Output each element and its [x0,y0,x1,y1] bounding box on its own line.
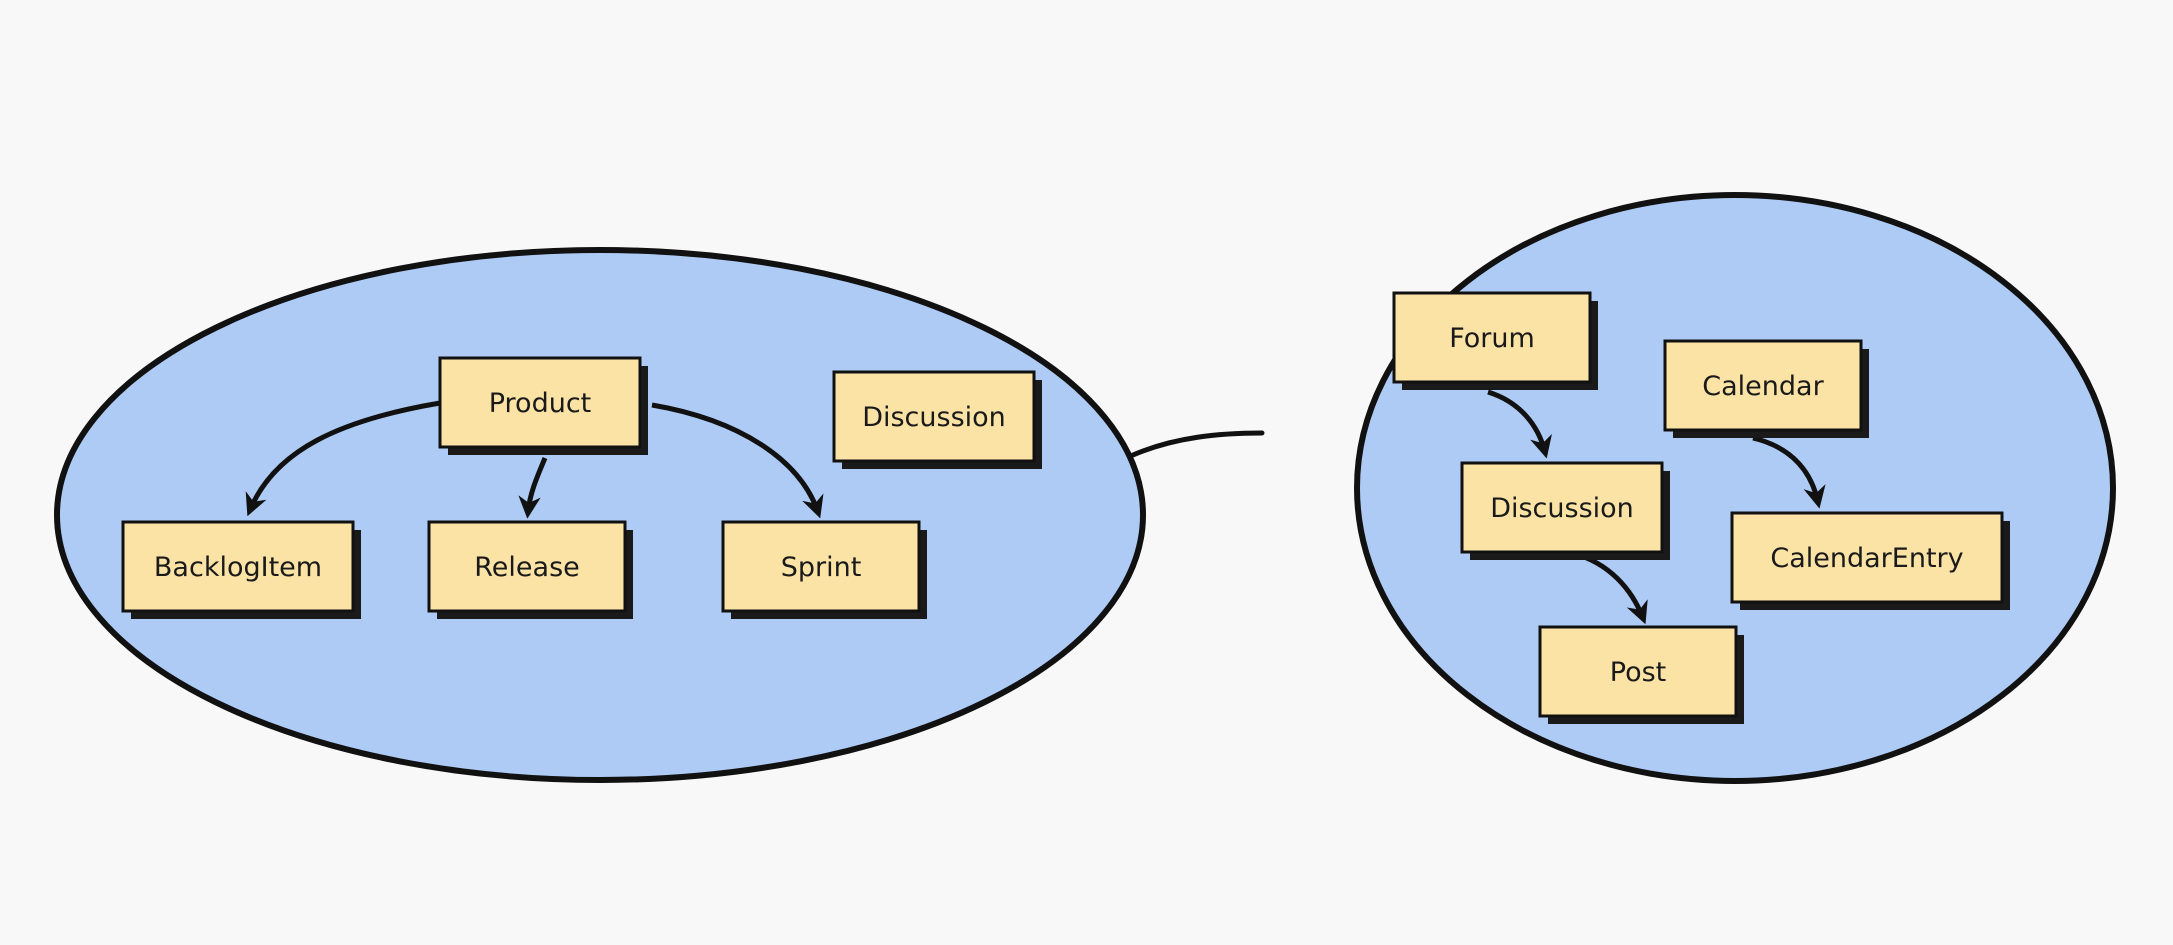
node-backlogitem: BacklogItem [121,520,361,619]
node-sprint: Sprint [721,520,927,619]
node-post-label: Post [1610,657,1667,688]
node-forum: Forum [1392,291,1598,390]
node-discussion-right: Discussion [1460,461,1670,560]
node-sprint-label: Sprint [781,552,862,583]
edge-product-backlogitem [245,400,441,517]
node-calendar-label: Calendar [1702,371,1824,402]
left-context-ellipse [54,247,1146,783]
node-post: Post [1538,625,1744,724]
node-release: Release [427,520,633,619]
node-discussion-right-label: Discussion [1490,493,1634,524]
node-release-label: Release [474,552,580,583]
node-calendarentry: CalendarEntry [1730,511,2010,610]
node-product: Product [438,356,648,455]
node-product-label: Product [489,388,592,419]
node-calendar: Calendar [1663,339,1869,438]
edge-forum-discussion [1487,389,1552,459]
node-discussion-left-label: Discussion [862,402,1006,433]
edge-calendar-calendarentry [1752,435,1826,509]
edge-product-release [518,457,548,519]
node-calendarentry-label: CalendarEntry [1770,543,1963,574]
context-relationship-line [1130,430,1265,458]
node-discussion-left: Discussion [832,370,1042,469]
edge-product-sprint [651,402,824,519]
node-backlogitem-label: BacklogItem [154,552,322,583]
node-forum-label: Forum [1449,323,1535,354]
